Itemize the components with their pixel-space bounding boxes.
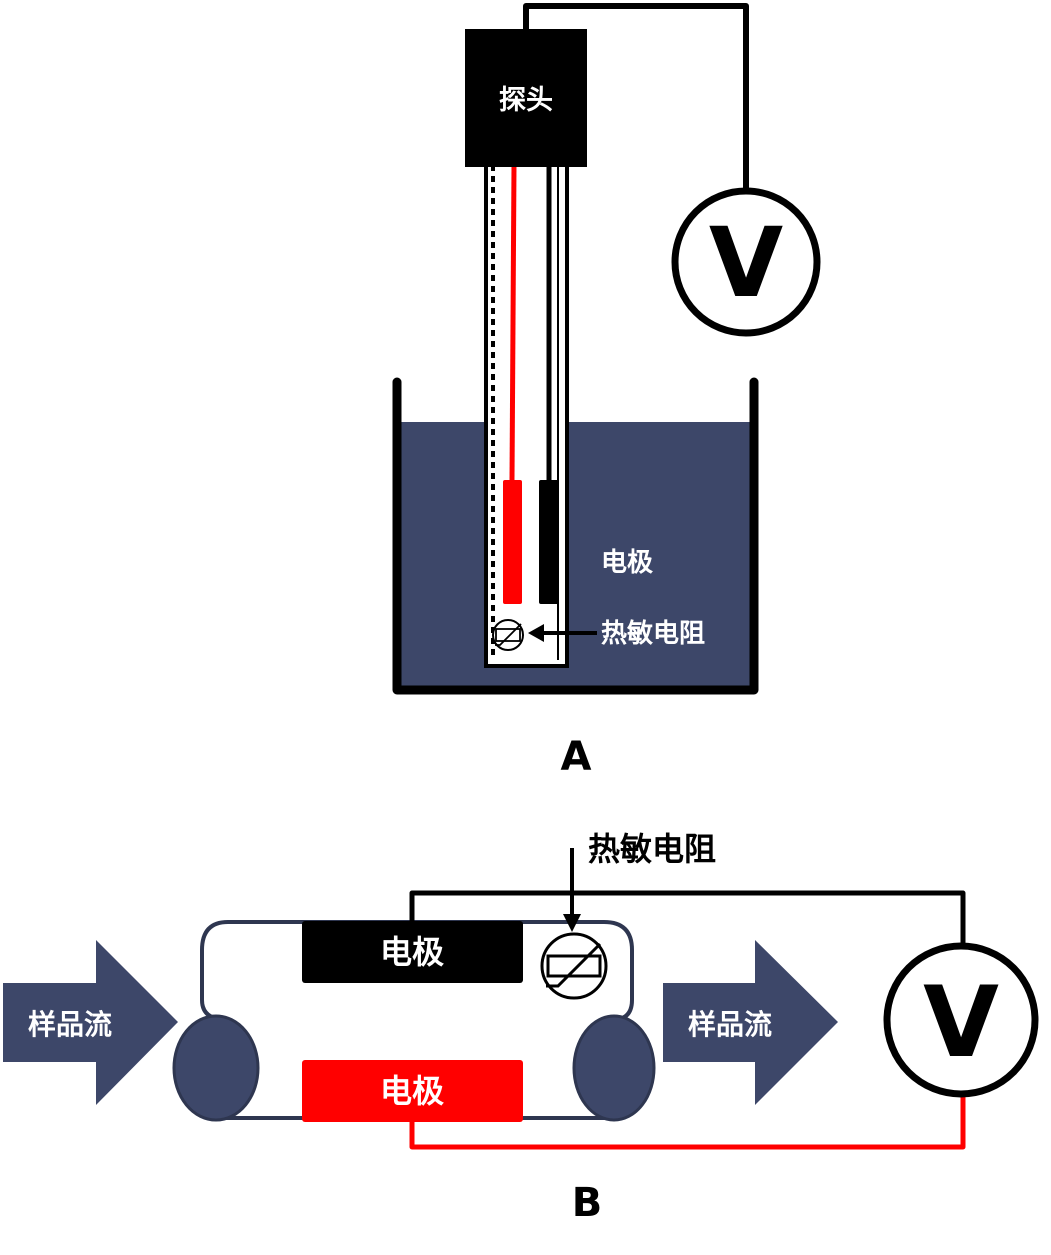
beaker: [392, 377, 759, 695]
voltmeter-a-symbol: V: [709, 207, 783, 319]
red-wire: [509, 164, 517, 481]
caption-b: B: [572, 1180, 603, 1226]
black-electrode: [539, 480, 559, 604]
voltmeter-a: V: [671, 187, 821, 337]
bottom-electrode: [302, 1060, 523, 1122]
bottom-electrode-label: 电极: [380, 1072, 444, 1110]
probe-label: 探头: [499, 85, 553, 116]
voltmeter-b: V: [883, 942, 1039, 1098]
inflow-arrow: 样品流: [3, 940, 178, 1105]
electrode-label-a: 电极: [601, 548, 654, 578]
probe-head: [465, 29, 587, 167]
panel-a: 探头 V 电极 热敏电阻 A: [392, 3, 821, 780]
meter-wire-a: [523, 3, 749, 190]
thermistor-pointer-arrow-b: [563, 848, 581, 932]
pipe-right-end: [572, 1014, 656, 1122]
black-circuit-wire: [409, 890, 966, 950]
thermistor-icon: [492, 619, 524, 651]
outflow-label: 样品流: [688, 1008, 772, 1041]
top-electrode: [302, 921, 523, 983]
thermistor-label-a: 热敏电阻: [601, 619, 705, 649]
thermistor-label-b: 热敏电阻: [588, 830, 716, 868]
thermistor-icon-b: [540, 932, 608, 1000]
caption-a: A: [561, 734, 592, 780]
panel-b: 样品流 电极 电极 热敏电阻 样品流: [3, 830, 1039, 1226]
thermistor-pointer-arrow: [528, 624, 597, 642]
pipe-left-end: [172, 1014, 260, 1122]
voltmeter-b-symbol: V: [923, 966, 999, 1080]
top-electrode-label: 电极: [380, 933, 444, 971]
red-electrode: [503, 480, 522, 604]
outflow-arrow: 样品流: [663, 940, 838, 1105]
red-circuit-wire: [409, 1095, 966, 1150]
inflow-label: 样品流: [28, 1008, 112, 1041]
beaker-liquid: [397, 422, 754, 690]
